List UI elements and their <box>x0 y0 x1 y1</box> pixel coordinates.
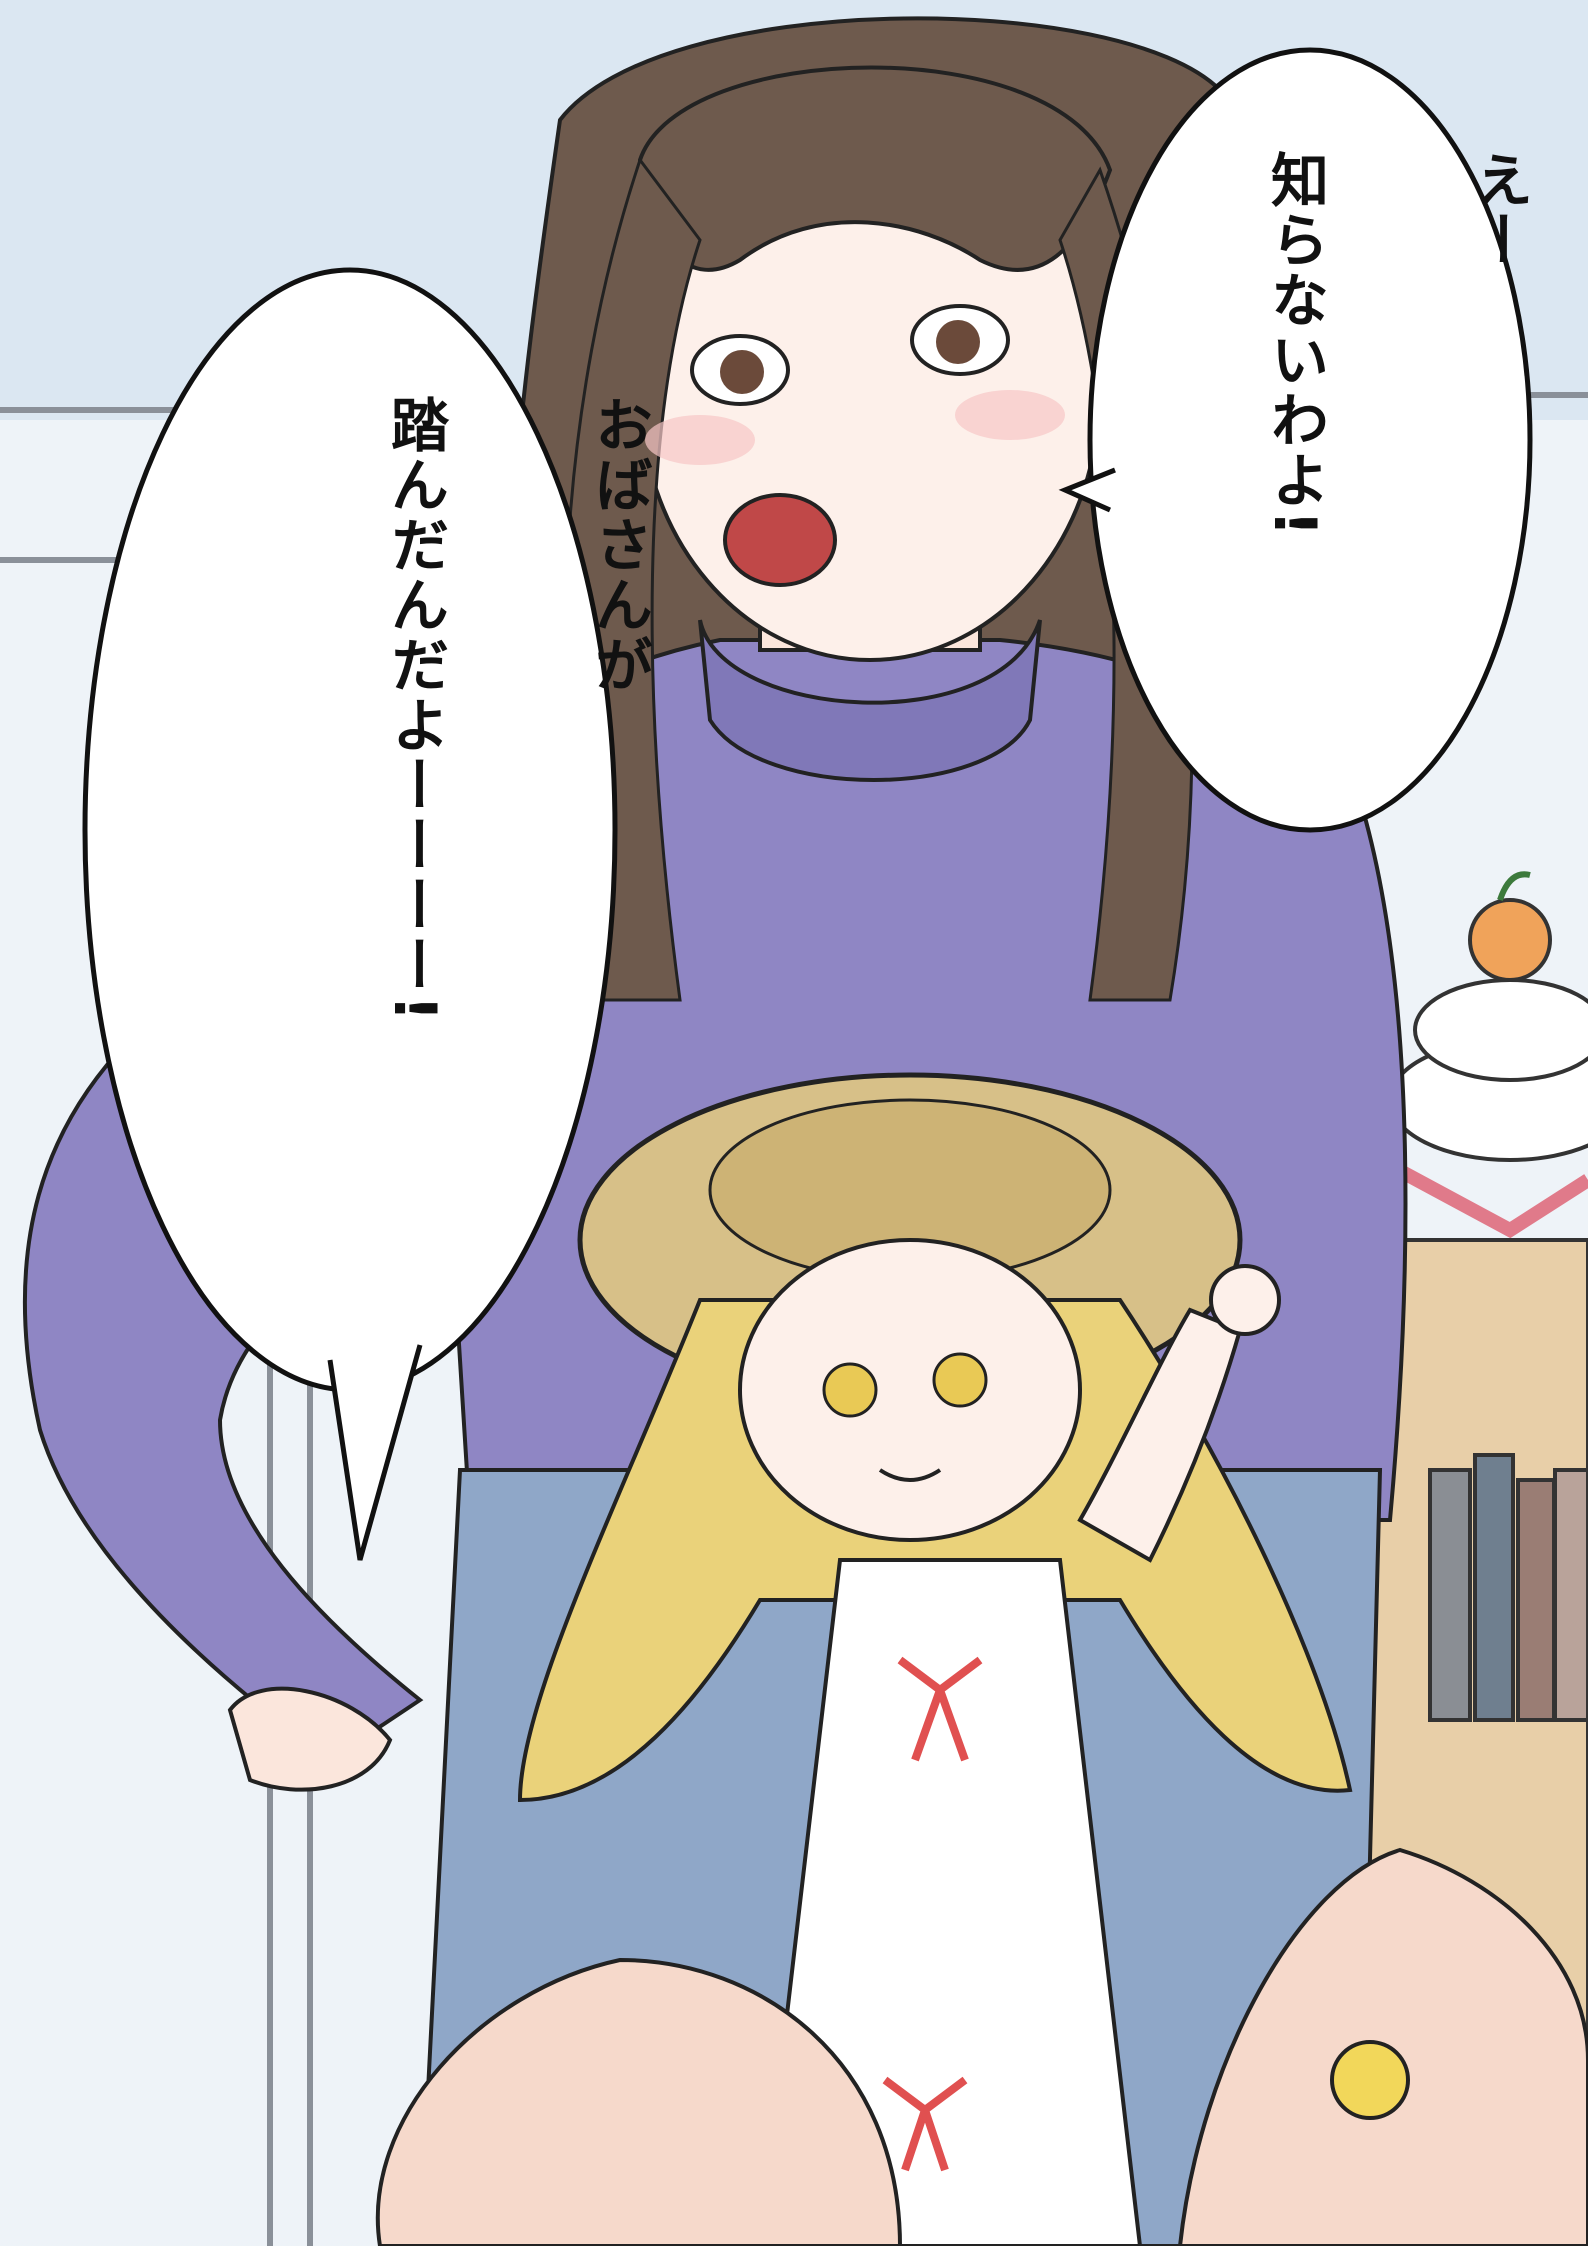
foreground-hand-left <box>375 1957 903 2246</box>
speech-line: 知らないわよ! <box>1261 150 1329 539</box>
girl-eye-left <box>822 1362 878 1418</box>
woman-mouth <box>723 493 837 587</box>
girl-eye-right <box>932 1352 988 1408</box>
speech-text-left: おばさんが 踏んだんだよーーーー! <box>270 395 764 1023</box>
woman-bangs <box>637 65 1113 272</box>
speech-line: おばさんが <box>585 395 653 695</box>
woman-hand <box>227 1686 393 1792</box>
girl-ribbon <box>897 1656 983 1762</box>
girl-face <box>738 1238 1082 1542</box>
speech-line: えー <box>1465 150 1533 270</box>
kagami-mochi <box>1376 871 1588 1239</box>
speech-text-right: えー 知らないわよ! <box>1150 150 1588 538</box>
woman-turtleneck <box>698 619 1042 782</box>
speech-bubble-right <box>1058 47 1533 833</box>
speech-line: 踏んだんだよーーーー! <box>381 395 449 1024</box>
speech-bubble-left <box>82 267 618 1561</box>
ring-icon <box>1330 2040 1410 2120</box>
